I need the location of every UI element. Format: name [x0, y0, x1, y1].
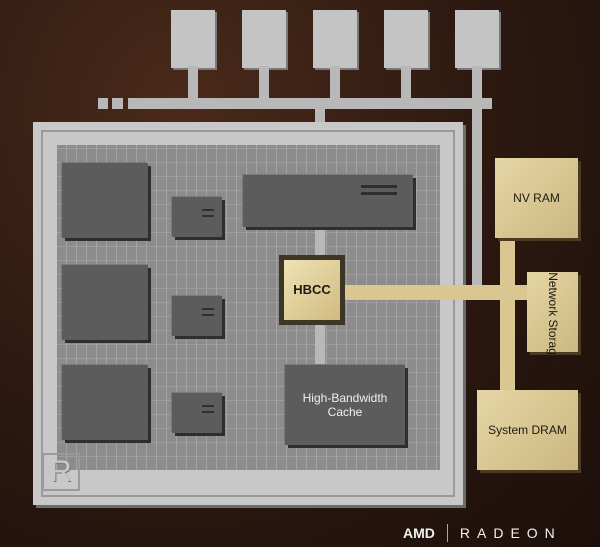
compute-block [62, 265, 148, 340]
high-bandwidth-cache: High-Bandwidth Cache [285, 365, 405, 445]
io-pad [313, 10, 357, 68]
io-pad [384, 10, 428, 68]
system-dram: System DRAM [477, 390, 578, 470]
io-pad [171, 10, 215, 68]
amd-radeon-logo: AMD RADEON [403, 524, 562, 542]
io-pad [455, 10, 499, 68]
io-bus-vertical [472, 98, 482, 288]
pad-stem [330, 66, 340, 100]
io-bus [128, 98, 492, 109]
nv-ram: NV RAM [495, 158, 578, 238]
bus-segment [98, 98, 108, 109]
memory-bus [500, 235, 515, 393]
package-border [41, 130, 455, 497]
pad-stem [259, 66, 269, 100]
amd-wordmark: AMD [403, 525, 435, 541]
radeon-wordmark: RADEON [459, 525, 562, 541]
hbcc-controller: HBCC [279, 255, 345, 325]
small-block [172, 393, 222, 433]
radeon-r-logo: R [42, 453, 80, 491]
hbcc-bus [345, 285, 530, 300]
compute-block [62, 365, 148, 440]
logo-divider [446, 524, 448, 542]
pad-stem [472, 66, 482, 100]
small-block [172, 296, 222, 336]
pad-stem [188, 66, 198, 100]
small-block [172, 197, 222, 237]
bus-segment [112, 98, 123, 109]
wide-block [243, 175, 413, 227]
pad-stem [401, 66, 411, 100]
network-storage: Network Storage [527, 271, 578, 362]
io-pad [242, 10, 286, 68]
network-storage-label: Network Storage [545, 271, 560, 362]
compute-block [62, 163, 148, 238]
